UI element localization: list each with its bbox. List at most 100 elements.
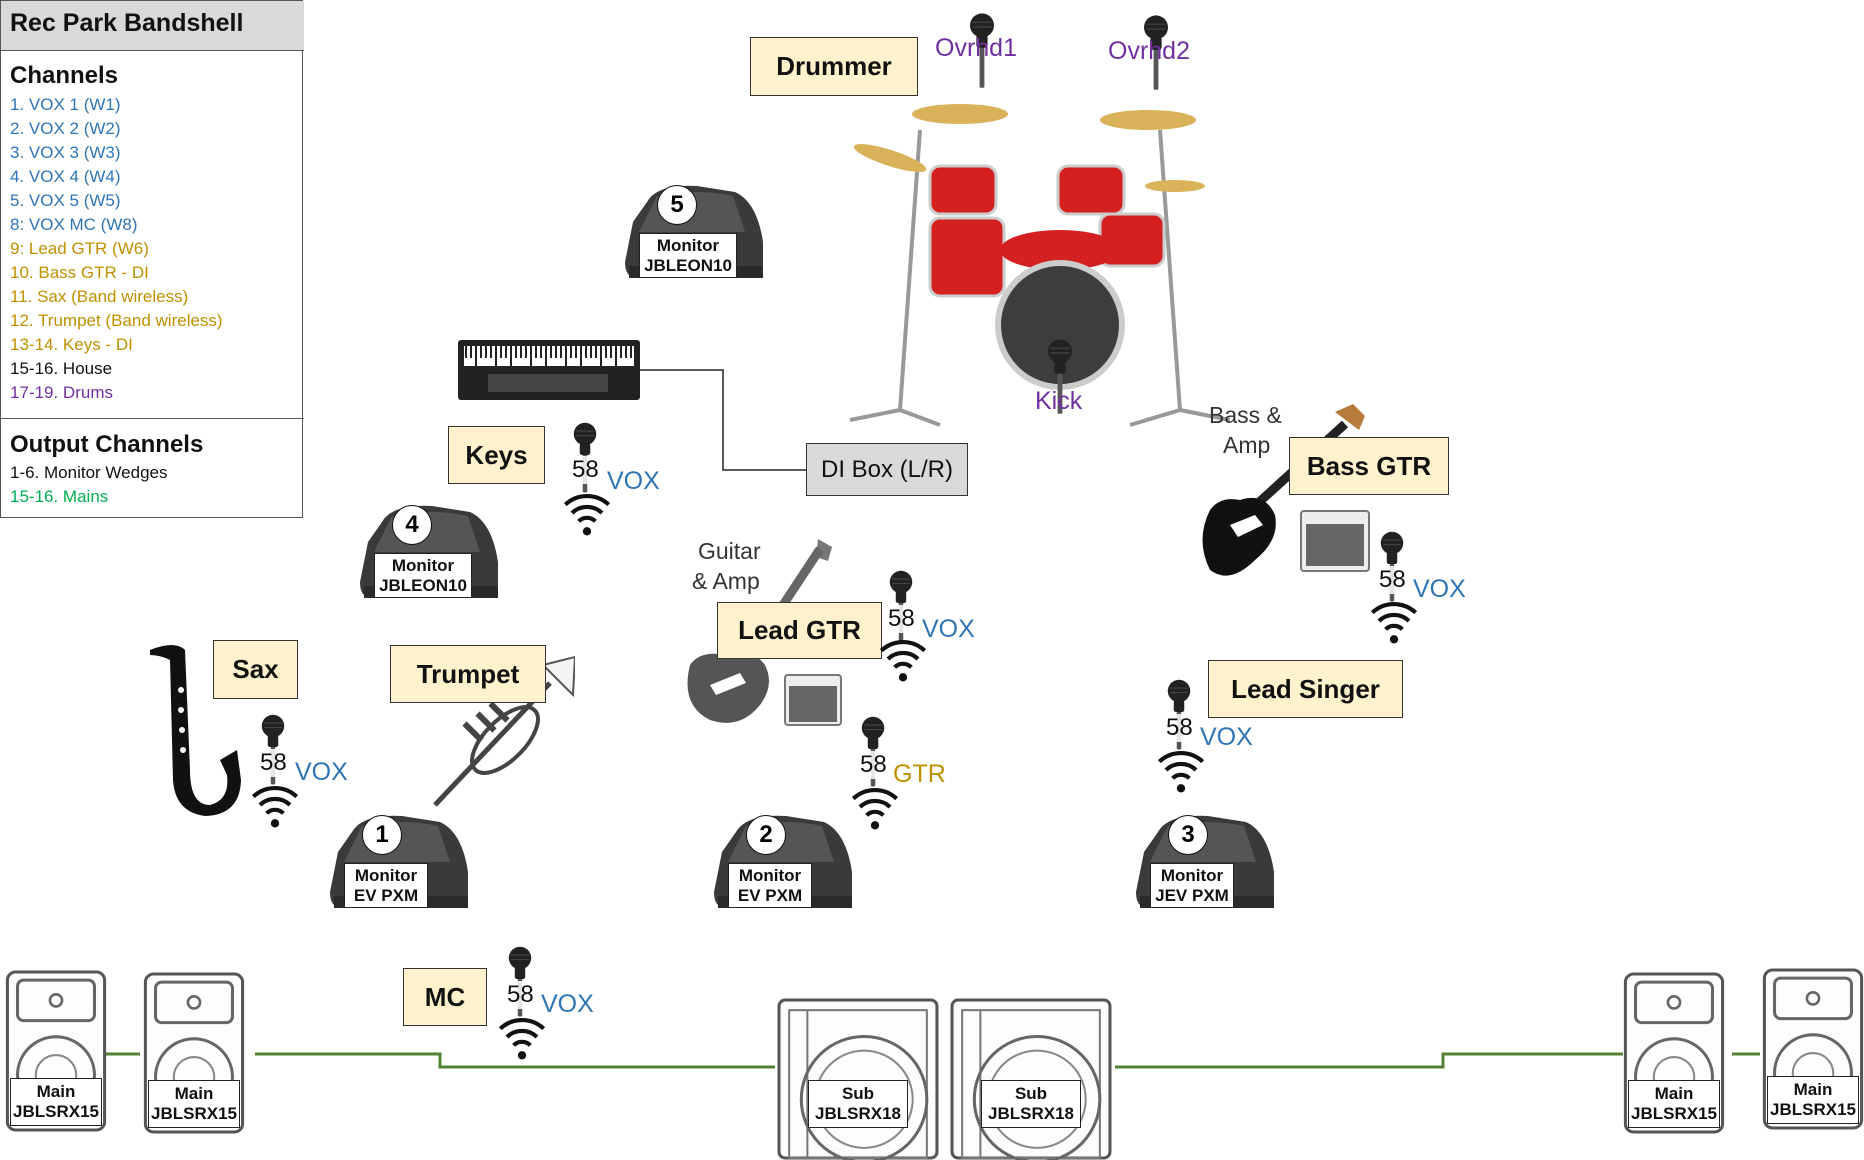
guitar-mic-model: 58 xyxy=(860,751,887,779)
legend-divider xyxy=(1,418,304,419)
mc-mic-type: VOX xyxy=(541,990,594,1018)
sax-mic-type: VOX xyxy=(295,758,348,786)
main-speaker-type: Main xyxy=(1654,1084,1694,1103)
keys-tag: Keys xyxy=(448,426,545,484)
bass-gtr-tag: Bass GTR xyxy=(1289,437,1449,495)
keys-mic-model: 58 xyxy=(572,456,599,484)
bass-amp-caption-line1: Bass & xyxy=(1209,402,1282,428)
lead-gtr-tag: Lead GTR xyxy=(717,602,882,659)
lead-gtr-mic-model: 58 xyxy=(888,605,915,633)
monitor-m1-type: Monitor xyxy=(354,866,418,885)
overhead-2-label: Ovrhd2 xyxy=(1108,37,1190,65)
lead-guitar-amp-image xyxy=(784,674,842,726)
guitar-amp-caption-line1: Guitar xyxy=(698,538,761,564)
overhead-1-label: Ovrhd1 xyxy=(935,34,1017,62)
keys-wireless-icon xyxy=(560,488,614,538)
channel-item: 10. Bass GTR - DI xyxy=(10,263,149,282)
monitor-m5-number: 5 xyxy=(657,185,697,225)
signal-line xyxy=(104,369,1760,1069)
saxophone-image xyxy=(150,645,241,816)
channel-item: 17-19. Drums xyxy=(10,383,113,402)
bass-amp-caption-line2: Amp xyxy=(1223,432,1271,458)
trumpet-tag: Trumpet xyxy=(390,645,546,703)
output-item: 1-6. Monitor Wedges xyxy=(10,463,168,482)
sub-speaker-type: Sub xyxy=(841,1084,875,1103)
monitor-m2-model: EV PXM xyxy=(737,886,803,905)
lead-singer-mic-type: VOX xyxy=(1200,723,1253,751)
channel-item: 2. VOX 2 (W2) xyxy=(10,119,121,138)
main-speaker-type: Main xyxy=(174,1084,214,1103)
sax-mic-model: 58 xyxy=(260,749,287,777)
di-box: DI Box (L/R) xyxy=(806,443,968,496)
channel-item: 11. Sax (Band wireless) xyxy=(10,287,189,306)
monitor-m3-type: Monitor xyxy=(1160,866,1224,885)
trumpet-image xyxy=(433,655,575,807)
channel-item: 12. Trumpet (Band wireless) xyxy=(10,311,223,330)
sub-speaker-model: JBLSRX18 xyxy=(815,1104,901,1123)
mc-tag: MC xyxy=(403,968,487,1026)
drummer-tag: Drummer xyxy=(750,37,918,96)
bass-amp-caption: Bass & Amp xyxy=(1209,400,1282,460)
monitor-m2-number: 2 xyxy=(746,815,786,855)
monitor-m2-type: Monitor xyxy=(738,866,802,885)
lead-singer-mic-model: 58 xyxy=(1166,714,1193,742)
bass-gtr-mic-model: 58 xyxy=(1379,566,1406,594)
main-speaker-model: JBLSRX15 xyxy=(1770,1100,1856,1119)
monitor-m1-model: EV PXM xyxy=(353,886,419,905)
legend-panel: Rec Park Bandshell Channels 1. VOX 1 (W1… xyxy=(0,0,304,518)
channel-item: 1. VOX 1 (W1) xyxy=(10,95,121,114)
mc-mic-model: 58 xyxy=(507,981,534,1009)
kick-label: Kick xyxy=(1035,387,1083,415)
channel-item: 3. VOX 3 (W3) xyxy=(10,143,121,162)
legend-title: Rec Park Bandshell xyxy=(1,1,304,51)
monitor-m4-type: Monitor xyxy=(391,556,455,575)
sub-speaker-model: JBLSRX18 xyxy=(988,1104,1074,1123)
guitar-mic-type: GTR xyxy=(893,760,946,788)
drum-kit-image xyxy=(849,104,1231,427)
bass-gtr-mic-type: VOX xyxy=(1413,575,1466,603)
main-speaker-model: JBLSRX15 xyxy=(1631,1104,1717,1123)
guitar-wireless-icon xyxy=(848,782,902,832)
outputs-heading: Output Channels xyxy=(10,431,204,458)
sub-speaker-3-icon xyxy=(950,998,1112,1160)
channel-item: 13-14. Keys - DI xyxy=(10,335,133,354)
channel-item: 15-16. House xyxy=(10,359,113,378)
lead-gtr-mic-type: VOX xyxy=(922,615,975,643)
mc-wireless-icon xyxy=(495,1012,549,1062)
channel-item: 4. VOX 4 (W4) xyxy=(10,167,121,186)
monitor-m4-model: JBLEON10 xyxy=(379,576,467,595)
sax-tag: Sax xyxy=(213,640,298,699)
stage-plot: Rec Park Bandshell Channels 1. VOX 1 (W1… xyxy=(0,0,1864,1132)
monitor-m1-number: 1 xyxy=(362,815,402,855)
sub-speaker-type: Sub xyxy=(1014,1084,1048,1103)
guitar-amp-caption: Guitar & Amp xyxy=(692,536,761,596)
bass-amp-image xyxy=(1300,510,1370,572)
sax-wireless-icon xyxy=(248,780,302,830)
output-item: 15-16. Mains xyxy=(10,487,109,506)
monitor-m3-number: 3 xyxy=(1168,815,1208,855)
channel-item: 9: Lead GTR (W6) xyxy=(10,239,149,258)
keyboard-image xyxy=(458,340,640,400)
channel-item: 5. VOX 5 (W5) xyxy=(10,191,121,210)
main-speaker-type: Main xyxy=(36,1082,76,1101)
channel-item: 8: VOX MC (W8) xyxy=(10,215,138,234)
monitor-m5-type: Monitor xyxy=(656,236,720,255)
monitor-m4-number: 4 xyxy=(392,505,432,545)
channels-heading: Channels xyxy=(10,62,119,89)
guitar-amp-caption-line2: & Amp xyxy=(692,568,760,594)
main-speaker-model: JBLSRX15 xyxy=(151,1104,237,1123)
keys-mic-type: VOX xyxy=(607,467,660,495)
lead-singer-wireless-icon xyxy=(1154,745,1208,795)
lead-singer-tag: Lead Singer xyxy=(1208,660,1403,718)
